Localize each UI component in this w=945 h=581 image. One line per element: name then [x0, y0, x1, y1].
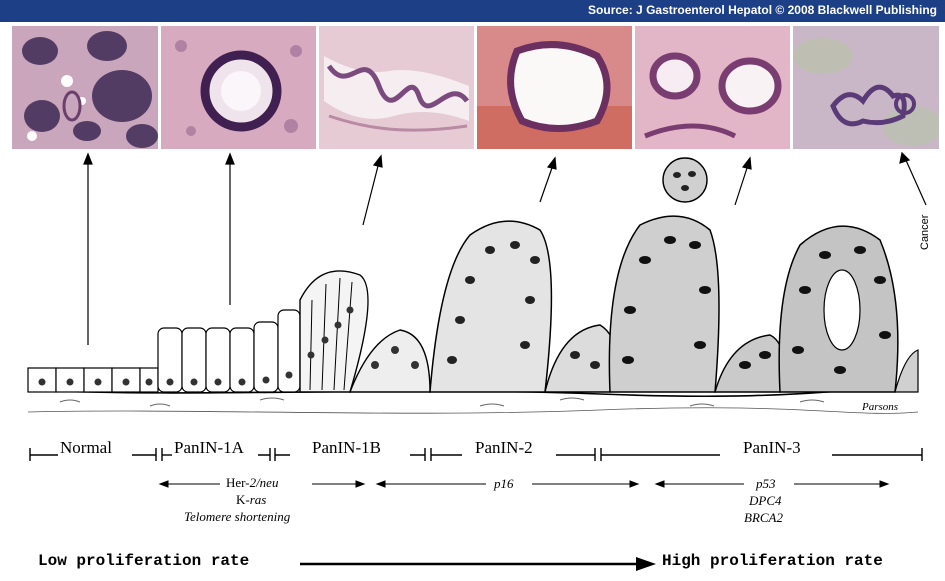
source-bar: Source: J Gastroenterol Hepatol © 2008 B… — [0, 0, 945, 22]
illustrator-signature: Parsons — [861, 401, 898, 413]
gene-kras-suffix: ras — [250, 492, 267, 507]
stage-panin-3: PanIN-3 — [743, 438, 801, 458]
micrograph-cancer — [793, 26, 939, 149]
stage-panin-1b: PanIN-1B — [312, 438, 381, 458]
gene-brca2: BRCA2 — [744, 510, 783, 526]
micrograph-panin-1b — [319, 26, 474, 149]
gene-telomere-shortening: Telomere shortening — [184, 509, 290, 525]
gene-dpc4: DPC4 — [749, 493, 782, 509]
source-citation: Source: J Gastroenterol Hepatol © 2008 B… — [588, 3, 937, 17]
stage-panin-2: PanIN-2 — [475, 438, 533, 458]
gene-her2-neu: Her-2/neu — [226, 475, 278, 491]
micrograph-panin-3 — [635, 26, 790, 149]
stage-panin-1a: PanIN-1A — [174, 438, 244, 458]
gene-p53: p53 — [756, 476, 776, 492]
stage-normal: Normal — [60, 438, 112, 458]
gene-kras-prefix: K- — [236, 492, 250, 507]
gene-kras: K-ras — [236, 492, 266, 508]
panin-progression-illustration: Parsons — [0, 150, 945, 440]
gene-her2-prefix: Her- — [226, 475, 250, 490]
gene-range-arrows — [0, 476, 945, 496]
cancer-label: Cancer — [919, 230, 939, 250]
stage-brackets — [0, 441, 945, 471]
micrograph-normal — [12, 26, 158, 149]
micrograph-panin-1a — [161, 26, 316, 149]
micrograph-panin-2 — [477, 26, 632, 149]
gene-her2-suffix: 2/neu — [250, 475, 279, 490]
gene-p16: p16 — [494, 476, 514, 492]
high-proliferation-label: High proliferation rate — [662, 552, 883, 570]
